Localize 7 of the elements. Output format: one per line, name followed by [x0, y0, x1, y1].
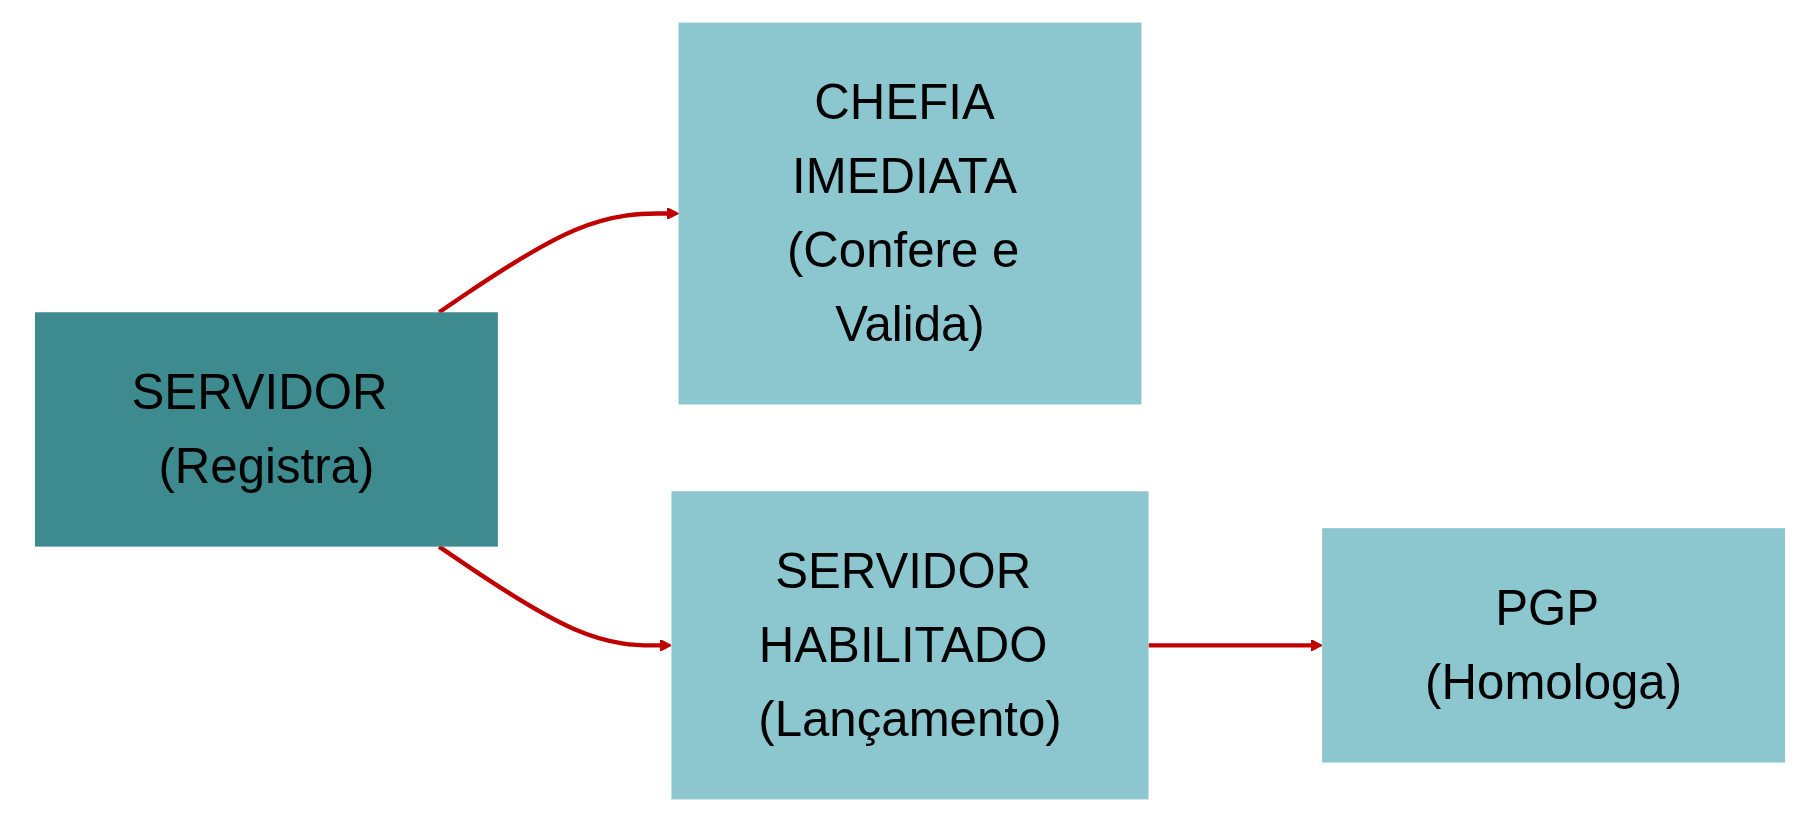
- node-box: SERVIDOR HABILITADO (Lançamento): [671, 490, 1149, 799]
- arrow: [437, 206, 680, 314]
- arrow: [437, 544, 673, 652]
- node-box: SERVIDOR (Registra): [34, 311, 498, 547]
- node-box: CHEFIA IMEDIATA (Confere e Valida): [678, 22, 1142, 404]
- arrow: [1148, 638, 1323, 652]
- node-box: PGP (Homologa): [1322, 527, 1786, 763]
